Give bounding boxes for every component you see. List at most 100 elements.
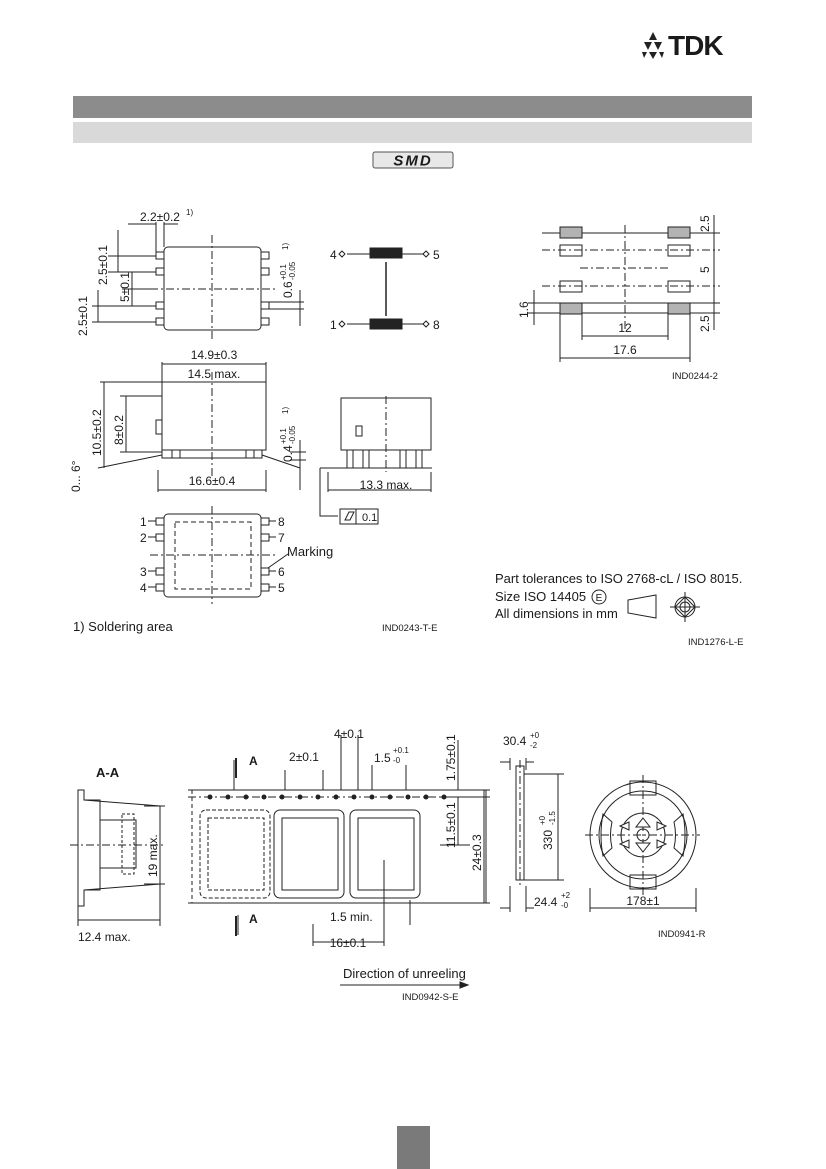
smd-badge-text: SMD [393,153,432,170]
dim-12-4-max: 12.4 max. [78,930,131,944]
dim-0-6-tol-up: +0.1 [279,264,288,280]
section-marker-a-top: A [249,754,258,768]
dim-0-4-tol-up: +0.1 [279,428,288,444]
dim-1-5: 1.5 [374,751,391,765]
dim-16-6: 16.6±0.4 [189,474,236,488]
pad-row3-left [559,280,583,293]
pad-row2-left [559,244,583,257]
dim-30-4-tol-up: +0 [530,731,540,740]
pin-label-2: 2 [140,531,147,545]
fp-dim-17-6: 17.6 [613,343,637,357]
tape-code: IND0942-S-E [402,992,459,1003]
pad-top-right [667,226,691,239]
dim-24: 24±0.3 [470,834,484,871]
reel-hub-spokes-icon [618,817,668,853]
reel-code: IND0941-R [658,929,706,940]
dim-2: 2±0.1 [289,750,319,764]
dim-30-4: 30.4 [503,734,527,748]
dim-330: 330 [541,830,555,850]
dim-0-6-note: 1) [281,243,290,250]
dim-19-max: 19 max. [146,834,160,877]
pad-top-left [559,226,583,239]
dim-0-4-tol-down: -0.05 [288,425,297,444]
pad-bottom-right [667,302,691,315]
dim-330-tol-up: +0 [538,815,547,825]
pin-label-4-schematic: 4 [330,248,337,262]
dim-24-4-tol-up: +2 [561,891,571,900]
dim-5: 5±0.1 [118,272,132,302]
tdk-logo: TDK [642,30,724,60]
dim-2-5-lower: 2.5±0.1 [76,296,90,336]
header-band-dark [73,96,752,118]
page-number-tab [397,1126,430,1169]
pad-row2-right [667,244,691,257]
dim-10-5: 10.5±0.2 [90,409,104,456]
dim-14-9: 14.9±0.3 [191,348,238,362]
smd-badge: SMD [372,151,454,170]
fp-dim-2-5-bottom: 2.5 [698,315,712,332]
header-band-light [73,122,752,143]
tdk-logo-text: TDK [668,30,723,60]
envelope-requirement-icon [591,589,607,605]
dim-16: 16±0.1 [330,936,367,950]
dim-1-5-tol-up: +0.1 [393,746,409,755]
dim-178: 178±1 [626,894,660,908]
pad-bottom-left [559,302,583,315]
pin-label-5-schematic: 5 [433,248,440,262]
dim-24-4-tol-down: -0 [561,901,569,910]
tdk-logo-mark-icon [642,32,664,59]
tolerance-line-2: Size ISO 14405 [495,589,586,604]
pin-label-8: 8 [278,515,285,529]
envelope-symbol: E [596,593,603,604]
fig1-code: IND0243-T-E [382,623,437,634]
dim-0-4: 0.4 [281,445,295,462]
dim-2-2-note: 1) [186,208,193,217]
dim-1-5-min: 1.5 min. [330,910,373,924]
dim-1-5-tol-down: -0 [393,756,401,765]
pin-label-3: 3 [140,565,147,579]
pin-label-8-schematic: 8 [433,318,440,332]
fp-dim-1-6: 1.6 [517,301,531,318]
pin-label-7: 7 [278,531,285,545]
fp-dim-2-5-top: 2.5 [698,215,712,232]
dim-1-75: 1.75±0.1 [444,734,458,781]
dim-14-5: 14.5 max. [188,367,241,381]
winding-top-icon [369,247,403,259]
fp-dim-12: 12 [618,321,632,335]
tolerance-line-3: All dimensions in mm [495,606,618,621]
pin-label-4: 4 [140,581,147,595]
pocket-3 [349,809,421,899]
pin-label-1: 1 [140,515,147,529]
dim-angle: 0... 6° [69,460,83,492]
marking-label: Marking [287,544,333,559]
dim-24-4: 24.4 [534,895,558,909]
tolerances-code: IND1276-L-E [688,637,743,648]
pin-label-5: 5 [278,581,285,595]
fig2-code: IND0244-2 [672,371,718,382]
section-marker-a-bottom: A [249,912,258,926]
dim-0-6: 0.6 [281,281,295,298]
dim-4: 4±0.1 [334,727,364,741]
pin-label-1-schematic: 1 [330,318,337,332]
pocket-2 [273,809,345,899]
dim-8: 8±0.2 [112,415,126,445]
dim-13-3: 13.3 max. [360,478,413,492]
tolerance-line-1: Part tolerances to ISO 2768-cL / ISO 801… [495,571,742,586]
flatness-value: 0.1 [362,512,377,524]
dim-0-4-note: 1) [281,407,290,414]
dim-330-tol-down: -1.5 [548,811,557,825]
footnote-soldering-area: 1) Soldering area [73,619,173,634]
section-aa-label: A-A [96,765,120,780]
sprocket-holes [207,794,447,800]
pocket-dashed-1 [199,809,271,899]
pad-row3-right [667,280,691,293]
pin-label-6: 6 [278,565,285,579]
dim-0-6-tol-down: -0.05 [288,261,297,280]
dim-11-5: 11.5±0.1 [444,802,458,848]
fp-dim-5: 5 [698,266,712,273]
